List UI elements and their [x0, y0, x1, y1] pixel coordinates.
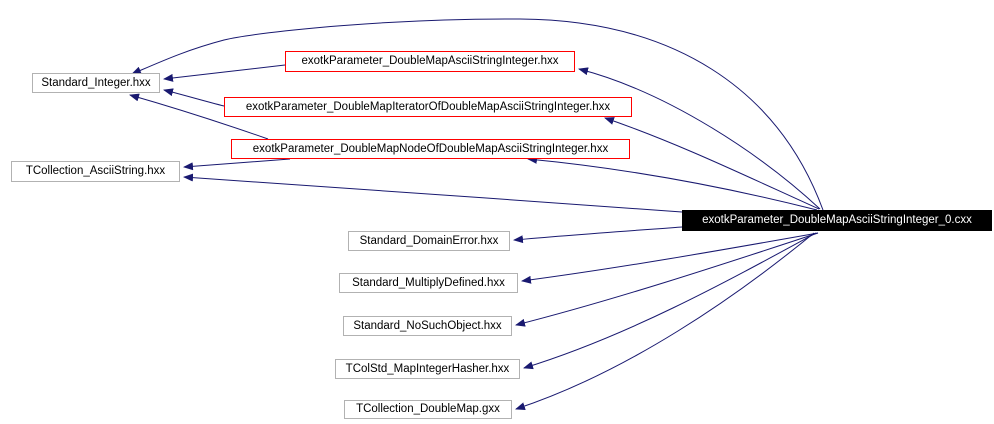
edge-main-to-tcollection-doublemap [515, 232, 815, 410]
node-standard-integer-hxx[interactable]: Standard_Integer.hxx [32, 73, 160, 93]
node-tcolstd-mapintegerhasher-hxx[interactable]: TColStd_MapIntegerHasher.hxx [335, 359, 520, 379]
edge-main-to-tcollection-asciistring [183, 173, 683, 213]
edge-main-to-standard-integer [131, 18, 824, 211]
node-exotkparameter-doublemapasciistringinteger-hxx[interactable]: exotkParameter_DoubleMapAsciiStringInteg… [285, 51, 575, 72]
node-standard-domainerror-hxx[interactable]: Standard_DomainError.hxx [348, 231, 510, 251]
edge-main-to-tcolstd-mapintegerhasher [523, 232, 817, 370]
edge-main-to-standard-domainerror [513, 226, 683, 244]
edge-main-to-standard-multiplydefined [521, 232, 819, 284]
edge-main-to-standard-nosuchobject [515, 232, 819, 327]
node-exotkparameter-doublemapasciistringinteger-0-cxx: exotkParameter_DoubleMapAsciiStringInteg… [682, 210, 992, 231]
edge-node-to-tcollection-asciistring [183, 158, 291, 171]
edge-iterator-to-standard-integer [163, 88, 225, 107]
node-tcollection-doublemap-gxx[interactable]: TCollection_DoubleMap.gxx [344, 400, 512, 419]
node-tcollection-asciistring-hxx[interactable]: TCollection_AsciiString.hxx [11, 161, 180, 182]
node-exotkparameter-doublemapnodeofdoublemapasciistringinteger-hxx[interactable]: exotkParameter_DoubleMapNodeOfDoubleMapA… [231, 139, 630, 159]
edge-main-to-iterator [604, 117, 820, 210]
node-standard-nosuchobject-hxx[interactable]: Standard_NoSuchObject.hxx [343, 316, 512, 336]
edge-main-to-doublemapasciistringinteger [578, 67, 821, 210]
edge-node-to-standard-integer [129, 93, 269, 140]
node-standard-multiplydefined-hxx[interactable]: Standard_MultiplyDefined.hxx [339, 273, 518, 293]
node-exotkparameter-doublemapiteratorofdoublemapasciistringinteger-hxx[interactable]: exotkParameter_DoubleMapIteratorOfDouble… [224, 97, 632, 117]
edge-doublemapasciistringinteger-to-standard-integer [163, 64, 286, 82]
edge-main-to-node [527, 155, 818, 211]
